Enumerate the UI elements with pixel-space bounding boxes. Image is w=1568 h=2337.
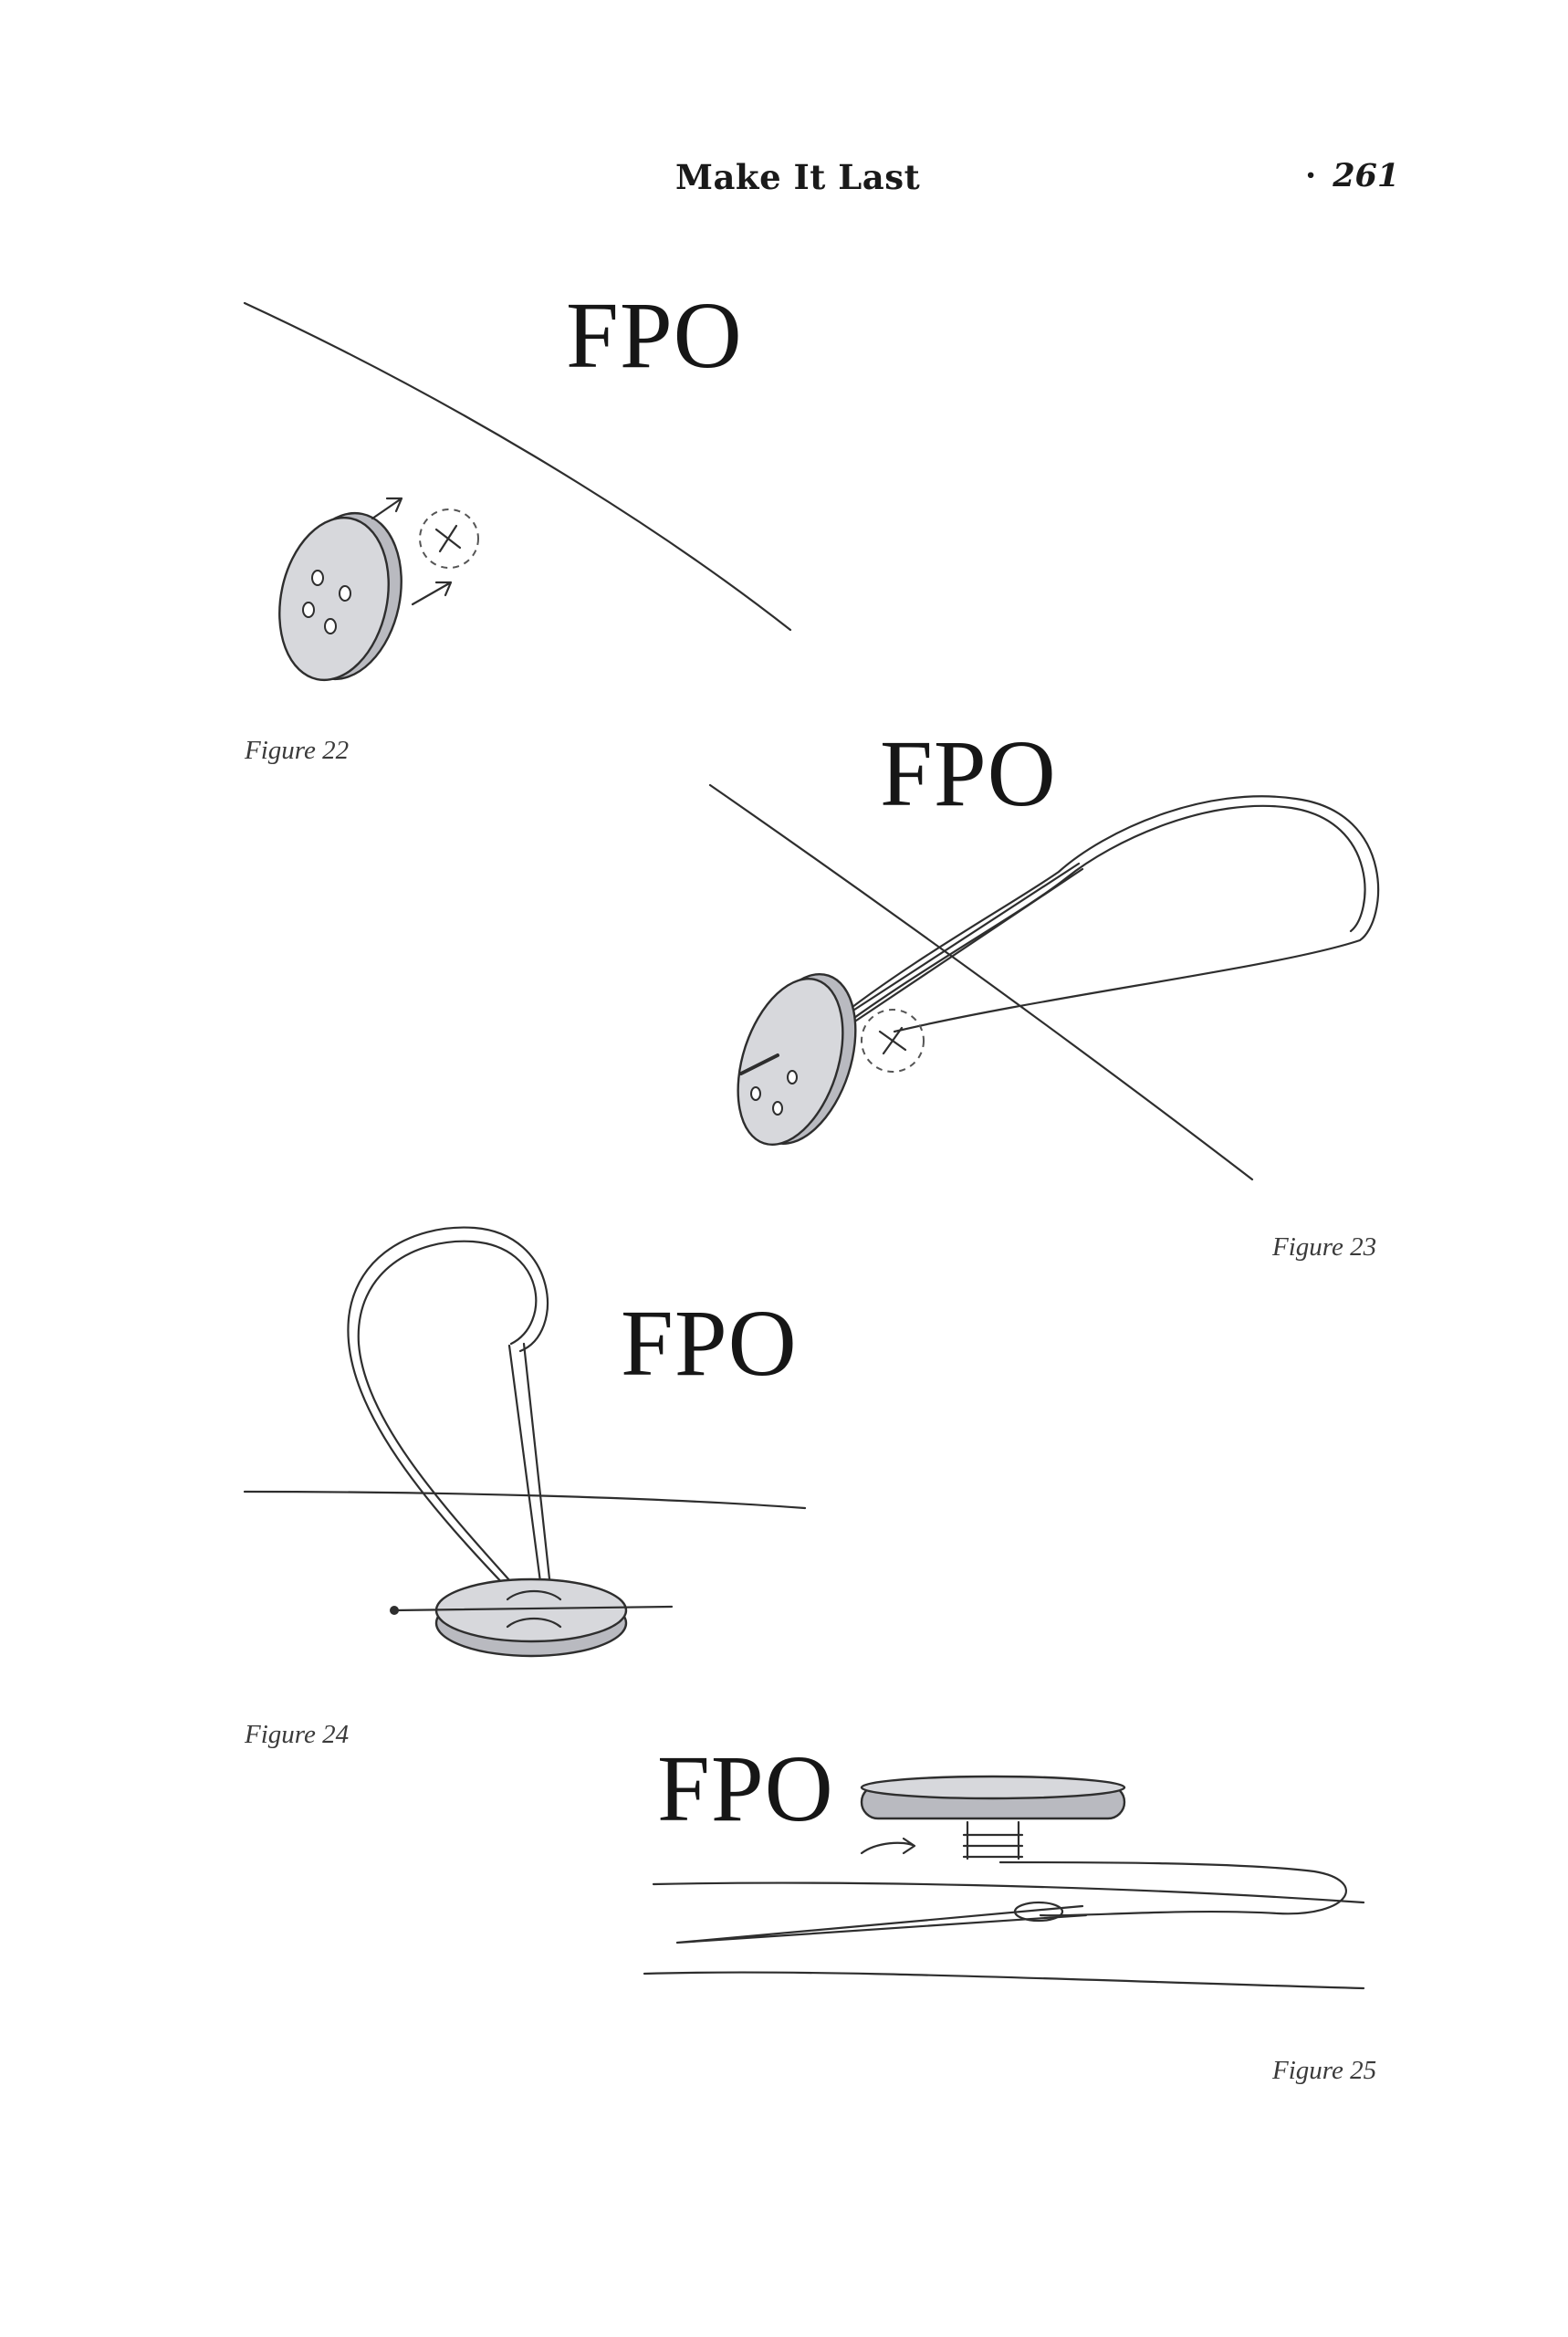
dashed-target-circle [419, 508, 479, 569]
figure-22-placeholder: FPO [566, 283, 743, 388]
pin-head-icon [390, 1606, 399, 1615]
figure-24-caption: Figure 24 [245, 1720, 350, 1749]
button-hole [339, 585, 351, 602]
figure-25-caption: Figure 25 [1272, 2056, 1377, 2085]
figure-25-placeholder: FPO [657, 1736, 834, 1841]
thread-loop [831, 795, 1380, 1033]
button-hole [787, 1070, 798, 1085]
fabric-edge-line [652, 1881, 1365, 1904]
fabric-edge-line [708, 783, 1254, 1181]
thread-loop [347, 1226, 549, 1590]
page-number-value: 261 [1333, 157, 1400, 194]
cross-stitch-icon [434, 524, 462, 553]
thread-loop [357, 1240, 538, 1592]
figure-22-caption: Figure 22 [245, 736, 350, 765]
needle-eye [1013, 1901, 1064, 1923]
figure-24-illustration [243, 1226, 807, 1658]
button-hole-slot [506, 1618, 562, 1629]
button-hole-slot [506, 1590, 562, 1601]
arrow-icon [371, 497, 403, 520]
arrow-icon [411, 581, 453, 606]
figure-25-illustration [643, 1775, 1365, 1990]
button-hole [324, 618, 337, 634]
thread-shank-wrap [962, 1833, 1024, 1859]
figure-23-illustration [708, 783, 1380, 1181]
page-number: · 261 [1305, 157, 1399, 194]
button-face [737, 977, 844, 1147]
thread-loop [836, 804, 1366, 1032]
button-face [278, 516, 390, 682]
figure-22-illustration [243, 301, 792, 682]
running-head: Make It Last · 261 [0, 157, 1568, 212]
needle [847, 862, 1084, 1022]
running-title: Make It Last [675, 157, 921, 197]
button-hole [772, 1101, 783, 1116]
thread-loop [998, 1860, 1347, 1917]
thread-shank [966, 1820, 1020, 1860]
separator-dot: · [1305, 157, 1317, 194]
arrow-icon [860, 1837, 916, 1855]
cross-stitch-icon [878, 1026, 907, 1055]
figure-24-placeholder: FPO [621, 1291, 798, 1396]
figure-23-placeholder: FPO [880, 721, 1057, 826]
needle-tip [739, 1053, 779, 1075]
button-hole [311, 570, 324, 586]
figure-23-caption: Figure 23 [1272, 1232, 1377, 1262]
fabric-surface-line [243, 1490, 807, 1510]
pin [392, 1605, 674, 1612]
needle [507, 1342, 553, 1598]
button-hole [302, 602, 315, 618]
fabric-edge-line [243, 301, 792, 632]
button-face [860, 1775, 1126, 1800]
dashed-target-circle [861, 1009, 925, 1073]
fabric-edge-line [643, 1971, 1365, 1990]
needle [675, 1904, 1088, 1944]
button-hole [750, 1086, 761, 1101]
